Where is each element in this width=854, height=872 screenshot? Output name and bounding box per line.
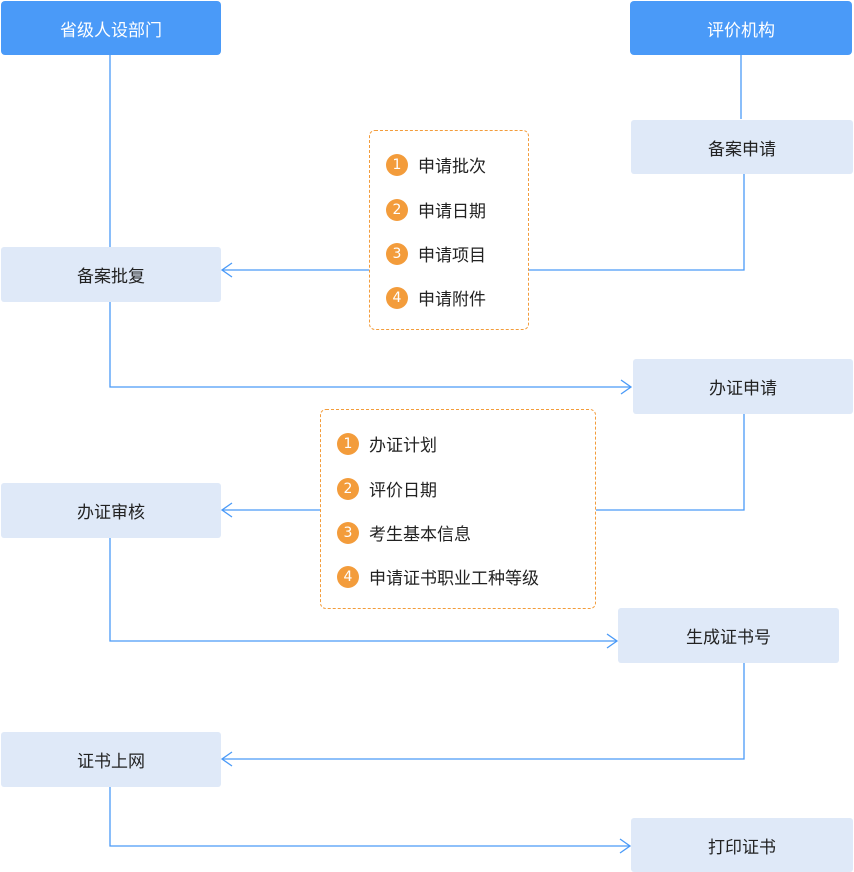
- note-cert-item: 1 办证计划: [337, 431, 437, 456]
- connector-online-to-print: [109, 787, 630, 847]
- note-cert-item: 2 评价日期: [337, 476, 437, 501]
- step-cert-review: 办证审核: [1, 483, 221, 538]
- note-filing-item: 2 申请日期: [386, 197, 486, 222]
- note-cert-details: 1 办证计划 2 评价日期 3 考生基本信息 4 申请证书职业工种等级: [320, 409, 596, 609]
- note-cert-item: 4 申请证书职业工种等级: [337, 564, 539, 589]
- step-cert-number: 生成证书号: [618, 608, 839, 663]
- number-badge: 1: [386, 153, 408, 176]
- step-cert-print: 打印证书: [631, 818, 853, 872]
- number-badge: 2: [337, 477, 359, 500]
- connector-approve-to-cert-apply: [109, 302, 631, 388]
- note-filing-details: 1 申请批次 2 申请日期 3 申请项目 4 申请附件: [369, 130, 529, 330]
- actor-evaluation-agency: 评价机构: [630, 1, 852, 55]
- connector-review-to-number: [109, 538, 617, 642]
- number-badge: 1: [337, 432, 359, 455]
- arrowhead-cert-online: [220, 751, 233, 767]
- step-cert-online: 证书上网: [1, 732, 221, 787]
- note-filing-text: 申请日期: [418, 202, 486, 222]
- number-badge: 3: [337, 521, 359, 544]
- step-cert-apply: 办证申请: [633, 359, 853, 414]
- note-filing-text: 申请项目: [418, 246, 486, 266]
- arrowhead-cert-apply: [620, 379, 633, 395]
- number-badge: 2: [386, 198, 408, 221]
- note-filing-item: 4 申请附件: [386, 285, 486, 310]
- note-filing-text: 申请批次: [418, 157, 486, 177]
- note-cert-text: 申请证书职业工种等级: [369, 569, 539, 589]
- actor-provincial-hr-dept: 省级人设部门: [1, 1, 221, 55]
- note-cert-item: 3 考生基本信息: [337, 520, 471, 545]
- note-cert-text: 考生基本信息: [369, 525, 471, 545]
- number-badge: 4: [386, 286, 408, 309]
- arrowhead-cert-print: [619, 838, 632, 854]
- note-cert-text: 评价日期: [369, 481, 437, 501]
- note-filing-item: 1 申请批次: [386, 152, 486, 177]
- note-filing-text: 申请附件: [418, 290, 486, 310]
- number-badge: 3: [386, 242, 408, 265]
- number-badge: 4: [337, 565, 359, 588]
- note-filing-item: 3 申请项目: [386, 241, 486, 266]
- arrowhead-cert-review: [220, 502, 233, 518]
- arrowhead-cert-number: [606, 633, 619, 649]
- step-filing-approve: 备案批复: [1, 247, 221, 302]
- step-filing-apply: 备案申请: [631, 120, 853, 174]
- connector-number-to-online: [222, 663, 745, 760]
- note-cert-text: 办证计划: [369, 436, 437, 456]
- arrowhead-filing-approve: [220, 262, 233, 278]
